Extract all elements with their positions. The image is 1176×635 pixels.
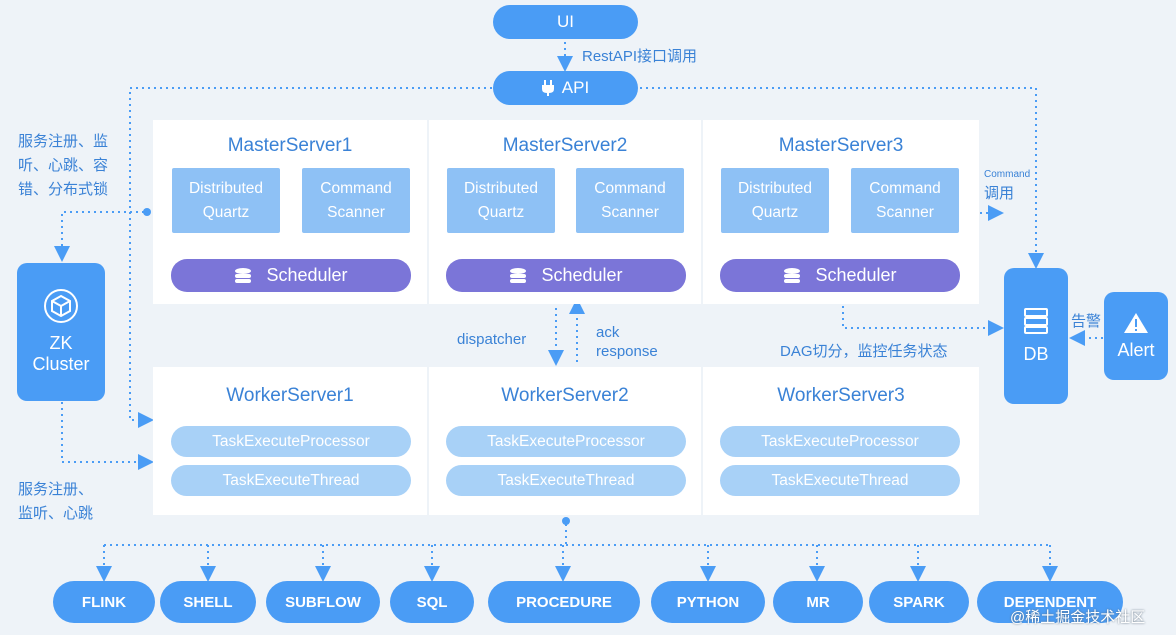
database-icon	[235, 267, 252, 283]
distributed-quartz-box: Distributed Quartz	[447, 168, 555, 233]
zk-cluster-node: ZK Cluster	[17, 263, 105, 401]
database-icon	[510, 267, 527, 283]
worker-title-2: WorkerServer2	[501, 385, 629, 406]
zk-master-note-1: 服务注册、监	[18, 133, 109, 150]
plugin-shell: SHELL	[160, 581, 256, 623]
dispatcher-label: dispatcher	[457, 331, 527, 348]
zk-label-1: ZK	[49, 333, 73, 353]
alert-node: Alert	[1104, 292, 1168, 380]
quartz-line2: Quartz	[477, 203, 525, 221]
scanner-line1: Command	[594, 179, 666, 197]
scheduler-bar: Scheduler	[446, 259, 686, 292]
plugin-sql: SQL	[390, 581, 474, 623]
worker-title-3: WorkerServer3	[777, 385, 905, 406]
scheduler-label: Scheduler	[541, 265, 623, 285]
quartz-line2: Quartz	[202, 203, 250, 221]
ui-node: UI	[493, 5, 638, 39]
scheduler-bar: Scheduler	[720, 259, 960, 292]
plugin-dependent: DEPENDENT	[977, 581, 1123, 623]
zk-worker-note-2: 监听、心跳	[18, 505, 94, 522]
distributed-quartz-box: Distributed Quartz	[721, 168, 829, 233]
zk-worker-note-1: 服务注册、	[18, 481, 94, 498]
quartz-line1: Distributed	[188, 179, 264, 197]
db-label: DB	[1023, 343, 1049, 364]
server-icon	[1024, 307, 1048, 334]
restapi-label: RestAPI接口调用	[582, 48, 698, 65]
response-label: response	[596, 343, 658, 360]
task-execute-thread: TaskExecuteThread	[720, 465, 960, 496]
scheduler-label: Scheduler	[266, 265, 348, 285]
alarm-label: 告警	[1071, 313, 1102, 330]
scanner-line1: Command	[320, 179, 392, 197]
worker-title-1: WorkerServer1	[226, 385, 354, 406]
cube-icon	[44, 289, 78, 323]
zk-master-note-3: 错、分布式锁	[18, 181, 109, 198]
quartz-line2: Quartz	[751, 203, 799, 221]
command-scanner-box: Command Scanner	[576, 168, 684, 233]
command-call-label: 调用	[984, 185, 1015, 202]
plugin-mr: MR	[773, 581, 863, 623]
scheduler-label: Scheduler	[815, 265, 897, 285]
scanner-line2: Scanner	[601, 203, 659, 221]
warning-icon	[1124, 312, 1148, 333]
scheduler-bar: Scheduler	[171, 259, 411, 292]
command-scanner-box: Command Scanner	[851, 168, 959, 233]
db-node: DB	[1004, 268, 1068, 404]
quartz-line1: Distributed	[737, 179, 813, 197]
plugin-python: PYTHON	[651, 581, 765, 623]
database-icon	[784, 267, 801, 283]
master-title-2: MasterServer2	[502, 135, 628, 156]
plugin-spark: SPARK	[869, 581, 969, 623]
watermark: @稀土掘金技术社区	[1010, 609, 1146, 626]
zk-master-note-2: 听、心跳、容	[18, 157, 109, 174]
alert-label: Alert	[1117, 339, 1155, 360]
plug-icon	[541, 80, 554, 96]
scanner-line2: Scanner	[327, 203, 385, 221]
task-execute-thread: TaskExecuteThread	[446, 465, 686, 496]
command-small-label: Command	[984, 169, 1031, 180]
dag-label: DAG切分，监控任务状态	[780, 343, 948, 360]
task-execute-processor: TaskExecuteProcessor	[446, 426, 686, 457]
ui-label: UI	[557, 12, 574, 31]
ack-label: ack	[596, 324, 620, 341]
plugin-procedure: PROCEDURE	[488, 581, 640, 623]
plugin-flink: FLINK	[53, 581, 155, 623]
quartz-line1: Distributed	[463, 179, 539, 197]
distributed-quartz-box: Distributed Quartz	[172, 168, 280, 233]
task-execute-thread: TaskExecuteThread	[171, 465, 411, 496]
api-label: API	[561, 78, 590, 97]
master-title-1: MasterServer1	[227, 135, 353, 156]
command-scanner-box: Command Scanner	[302, 168, 410, 233]
master-title-3: MasterServer3	[778, 135, 904, 156]
task-execute-processor: TaskExecuteProcessor	[720, 426, 960, 457]
zk-label-2: Cluster	[32, 354, 90, 374]
api-node: API	[493, 71, 638, 105]
scanner-line2: Scanner	[876, 203, 934, 221]
task-execute-processor: TaskExecuteProcessor	[171, 426, 411, 457]
plugin-subflow: SUBFLOW	[266, 581, 380, 623]
scanner-line1: Command	[869, 179, 941, 197]
